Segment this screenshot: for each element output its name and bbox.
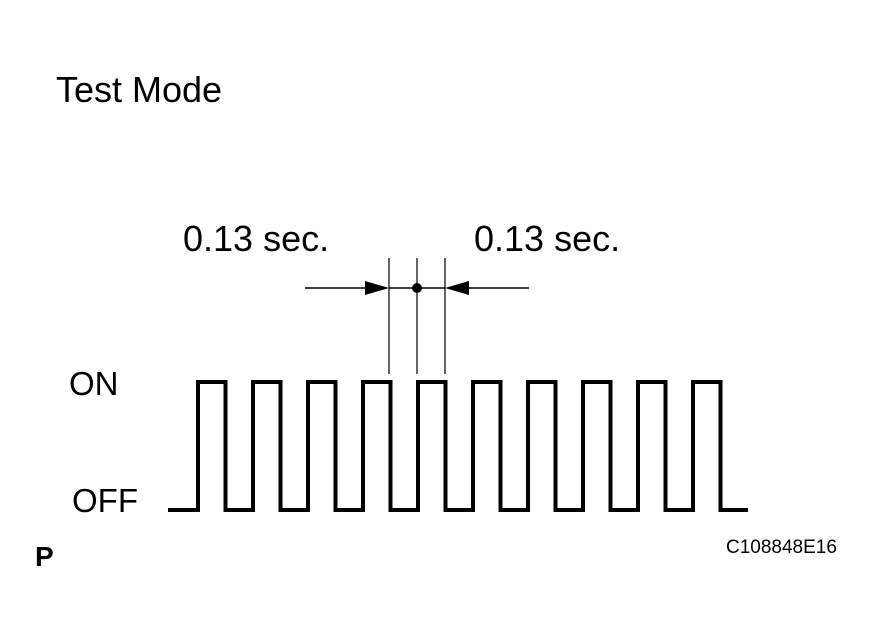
- off-level-label: OFF: [72, 482, 138, 519]
- arrow-head-left: [445, 281, 469, 295]
- figure-id: C108848E16: [726, 537, 837, 558]
- arrow-head-right: [365, 281, 389, 295]
- center-dot: [412, 283, 422, 293]
- on-level-label: ON: [69, 365, 119, 402]
- diagram-title: Test Mode: [56, 69, 223, 110]
- timing-guides: [388, 258, 446, 374]
- corner-mark: P: [35, 541, 54, 572]
- duration-arrows: [305, 281, 529, 295]
- duration-label-on: 0.13 sec.: [183, 218, 330, 259]
- duration-label-off: 0.13 sec.: [474, 218, 621, 259]
- square-wave-signal: [168, 380, 748, 512]
- pulse-train: [168, 380, 748, 512]
